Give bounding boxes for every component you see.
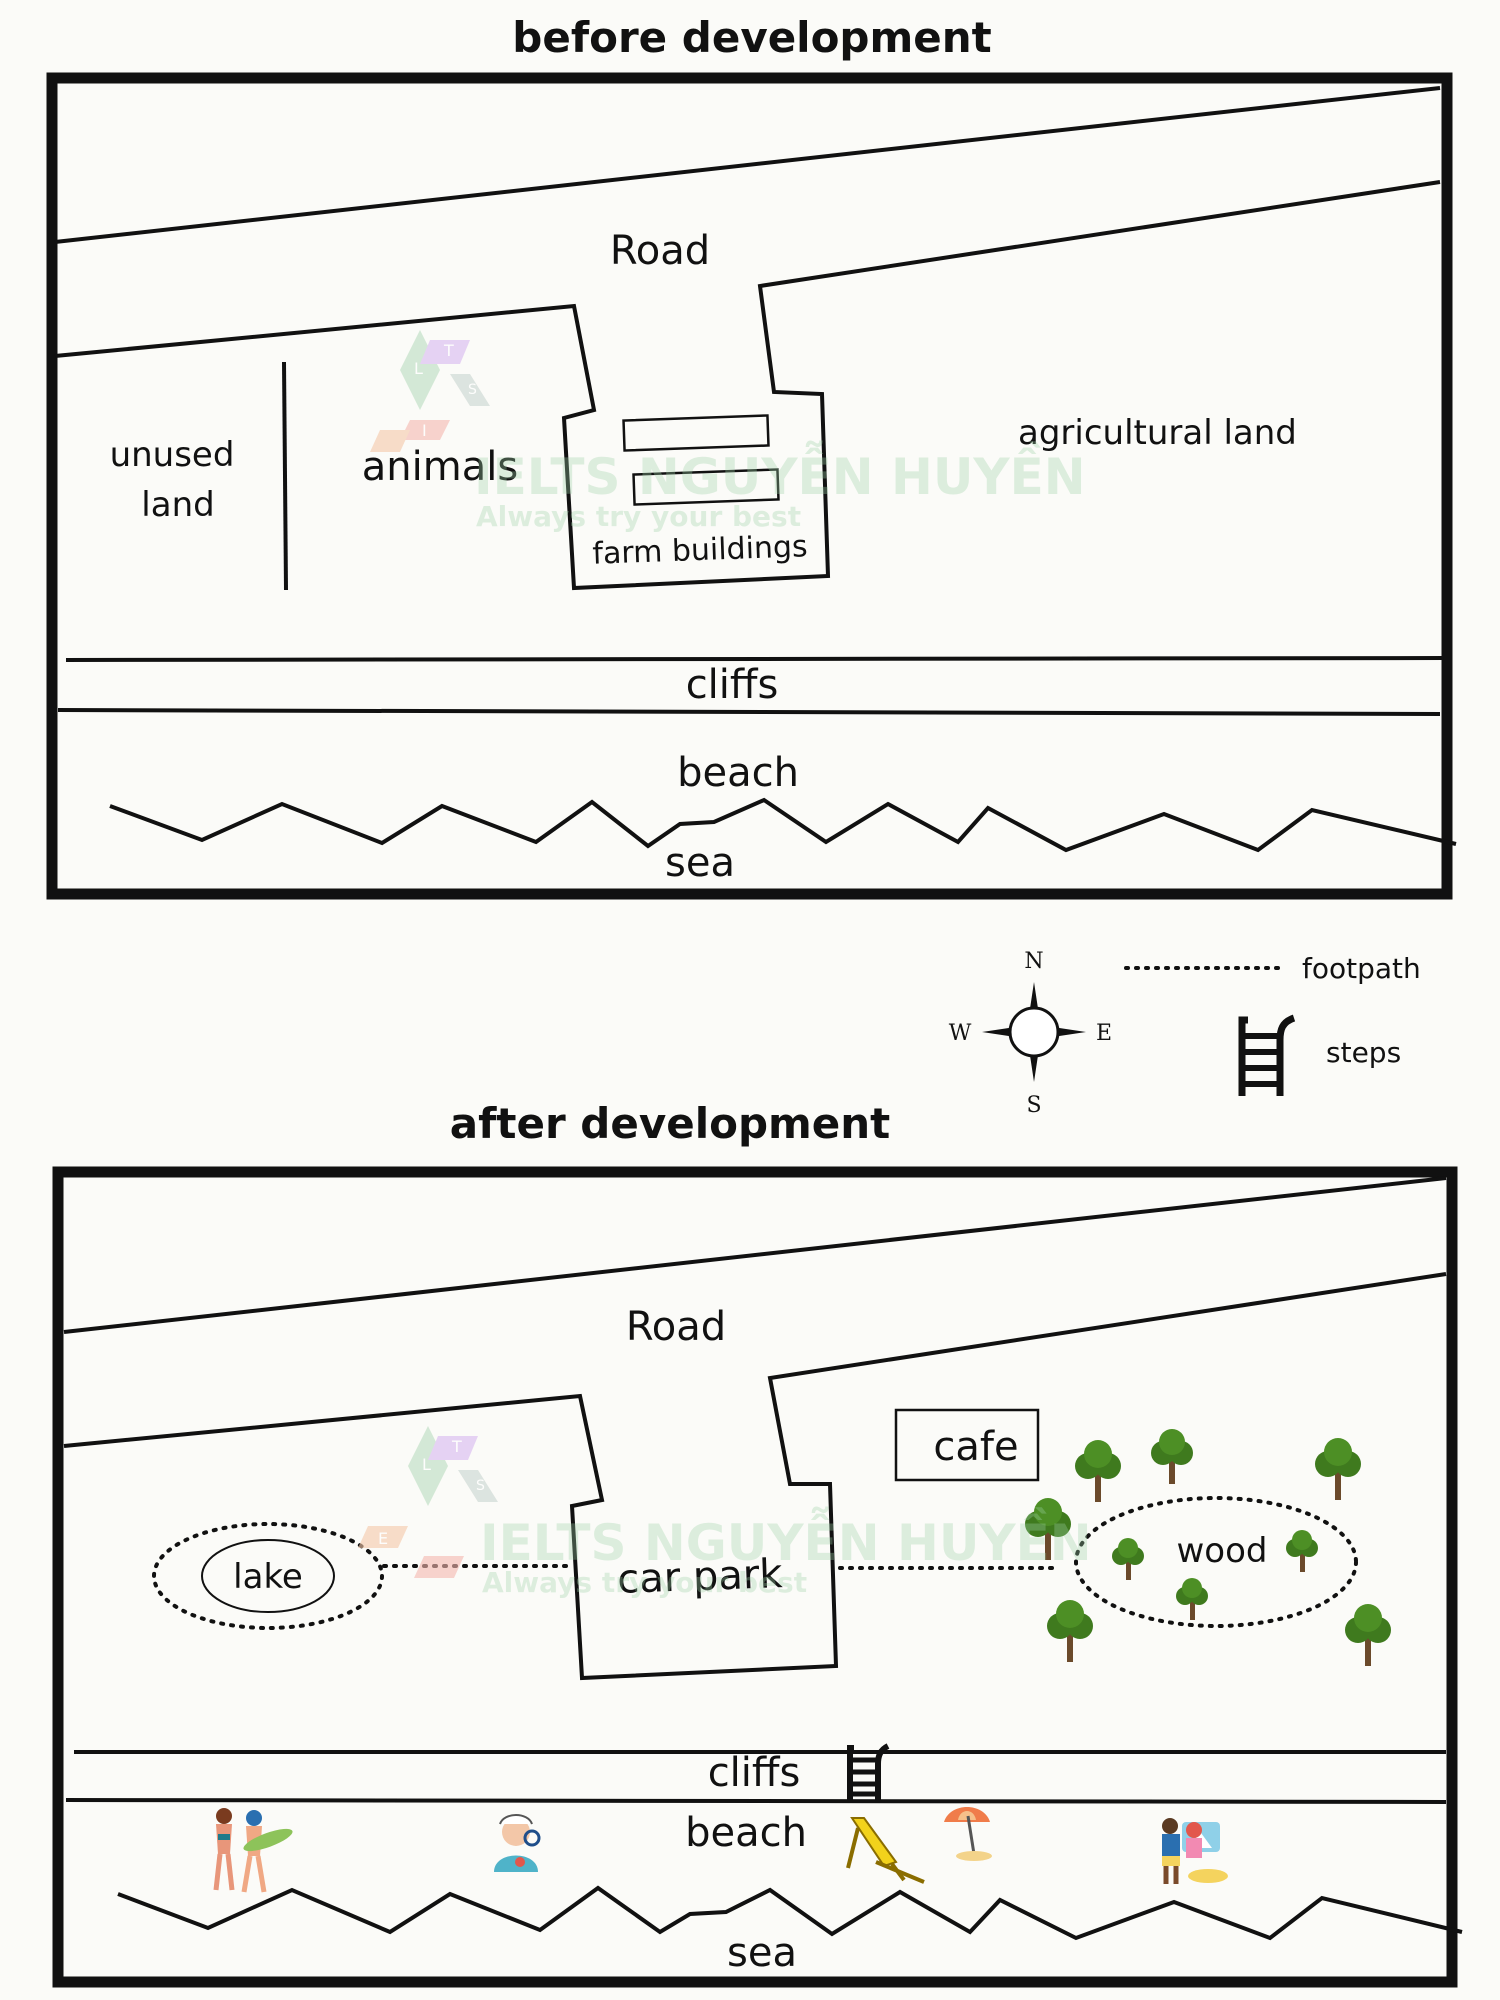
tree-icon	[1315, 1438, 1361, 1500]
after-title: after development	[450, 1099, 890, 1148]
watermark-top: L T S I IELTS NGUYỄN HUYỀN Always try yo…	[370, 330, 1086, 533]
compass-east: E	[1096, 1021, 1112, 1046]
before-cliffs-bottom-line	[57, 708, 1441, 716]
lake-water	[201, 1539, 335, 1613]
before-road-edge-north	[54, 86, 1441, 244]
lake-label: lake	[233, 1557, 303, 1597]
svg-text:I: I	[422, 421, 427, 440]
svg-text:E: E	[378, 1529, 388, 1548]
watermark-tagline: Always try your best	[476, 500, 801, 533]
after-map: after development Road cafe lake car par…	[52, 1099, 1463, 1988]
unused-land-label-line1: unused	[110, 435, 235, 475]
watermark-tagline: Always try your best	[482, 1566, 807, 1599]
svg-text:T: T	[451, 1437, 462, 1456]
after-road-label: Road	[626, 1304, 726, 1350]
tree-icon	[1112, 1538, 1144, 1580]
tree-icons	[1025, 1429, 1391, 1666]
footpath-legend-label: footpath	[1302, 952, 1421, 985]
tree-icon	[1345, 1604, 1391, 1666]
steps-legend-label: steps	[1326, 1036, 1401, 1069]
cliff-steps-icon	[847, 1743, 890, 1800]
farm-building-2	[632, 468, 780, 506]
watermark-logo-icon: L T S E	[358, 1426, 498, 1578]
tree-icon	[1151, 1429, 1193, 1484]
before-road-and-farm-outline	[54, 180, 1441, 591]
car-park-label: car park	[617, 1551, 785, 1603]
tree-icon	[1025, 1498, 1071, 1560]
watermark-logo-icon: L T S I	[370, 330, 490, 452]
before-field-divider	[282, 361, 288, 591]
after-beach-label: beach	[685, 1810, 807, 1856]
steps-icon	[1238, 1014, 1296, 1096]
farm-buildings-label: farm buildings	[592, 529, 808, 571]
svg-text:S: S	[476, 1478, 485, 1494]
svg-text:S: S	[468, 382, 477, 398]
tree-icon	[1286, 1530, 1318, 1572]
before-cliffs-label: cliffs	[686, 662, 779, 708]
unused-land-label-line2: land	[141, 485, 214, 525]
before-frame	[46, 72, 1453, 900]
couple-icon	[1162, 1818, 1228, 1884]
svg-text:L: L	[422, 1455, 431, 1474]
compass-rose-icon	[982, 982, 1086, 1082]
svg-text:T: T	[443, 341, 454, 360]
after-road-edge-north	[63, 1176, 1447, 1334]
beach-umbrella-icon	[944, 1807, 992, 1861]
beach-chair-icon	[846, 1817, 925, 1884]
after-sea-label: sea	[727, 1930, 797, 1976]
before-map: before development Road unused land anim…	[46, 13, 1457, 900]
before-road-label: Road	[610, 228, 710, 274]
compass-north: N	[1024, 949, 1043, 974]
legend: N S E W footpath steps	[949, 949, 1421, 1118]
svg-text:L: L	[414, 359, 423, 378]
after-coastline	[117, 1885, 1463, 1941]
agricultural-land-label: agricultural land	[1018, 413, 1297, 453]
wood-footpath-loop	[1074, 1496, 1358, 1628]
surfers-icon	[213, 1808, 293, 1893]
tree-icon	[1047, 1600, 1093, 1662]
tree-icon	[1176, 1578, 1208, 1620]
after-road-and-car-park-outline	[63, 1272, 1447, 1681]
cafe-building	[894, 1408, 1040, 1482]
wood-label: wood	[1177, 1531, 1268, 1571]
after-cliffs-label: cliffs	[708, 1750, 801, 1796]
compass-west: W	[949, 1021, 972, 1046]
before-sea-label: sea	[665, 840, 735, 886]
before-cliffs-top-line	[65, 656, 1445, 662]
after-cliffs-bottom-line	[65, 1798, 1447, 1804]
watermark-brand: IELTS NGUYỄN HUYỀN	[480, 1506, 1092, 1572]
lake-footpath-loop	[152, 1522, 384, 1630]
after-frame	[52, 1166, 1458, 1988]
before-coastline	[109, 797, 1457, 853]
tree-icon	[1075, 1440, 1121, 1502]
before-beach-label: beach	[677, 750, 799, 796]
before-title: before development	[512, 13, 991, 62]
watermark-brand: IELTS NGUYỄN HUYỀN	[474, 440, 1086, 506]
compass-south: S	[1026, 1093, 1041, 1118]
farm-building-1	[622, 414, 770, 452]
beachcomber-icon	[494, 1814, 541, 1872]
cafe-label: cafe	[933, 1424, 1018, 1470]
watermark-bottom: L T S E IELTS NGUYỄN HUYỀN Always try yo…	[358, 1426, 1092, 1599]
